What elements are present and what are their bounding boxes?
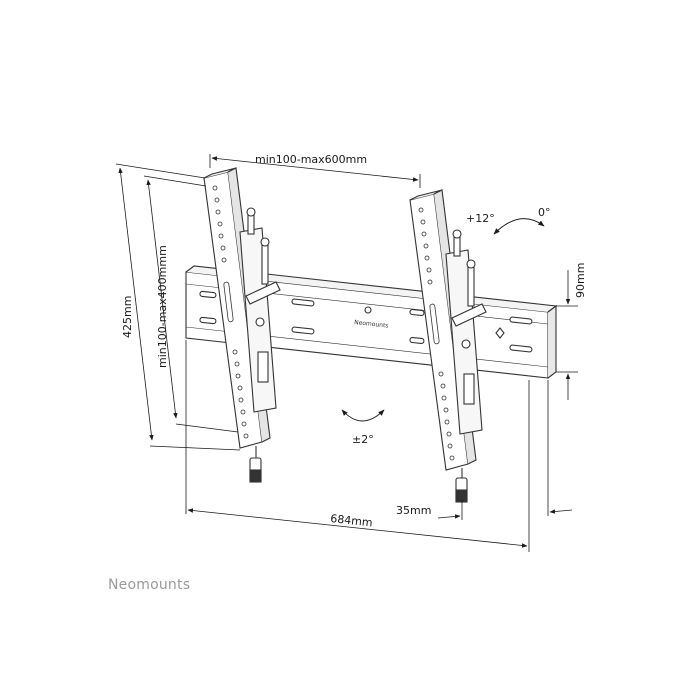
label-rotation: ±2° [352,433,374,446]
label-tilt-zero: 0° [538,206,551,219]
label-total-width: 684mm [330,512,374,529]
dim-vesa-width [209,154,421,188]
dim-rail-height [556,270,578,400]
label-vesa-width: min100-max600mm [255,153,367,166]
rotation-arrow [341,409,385,422]
dim-wall-distance [437,380,573,520]
label-rail-height: 90mm [574,263,587,298]
label-vesa-height: min100-max400mmm [156,245,169,368]
right-bracket-arm [409,189,487,503]
left-bracket-arm [203,167,281,483]
brand-logo-text: Neomounts [108,577,191,593]
rail-logo: Neomounts [354,319,389,330]
tilt-arrow [493,218,545,235]
dim-total-width [185,340,530,552]
label-wall-distance: 35mm [396,504,431,517]
label-total-height: 425mm [121,296,134,338]
label-tilt-up: +12° [466,212,495,225]
